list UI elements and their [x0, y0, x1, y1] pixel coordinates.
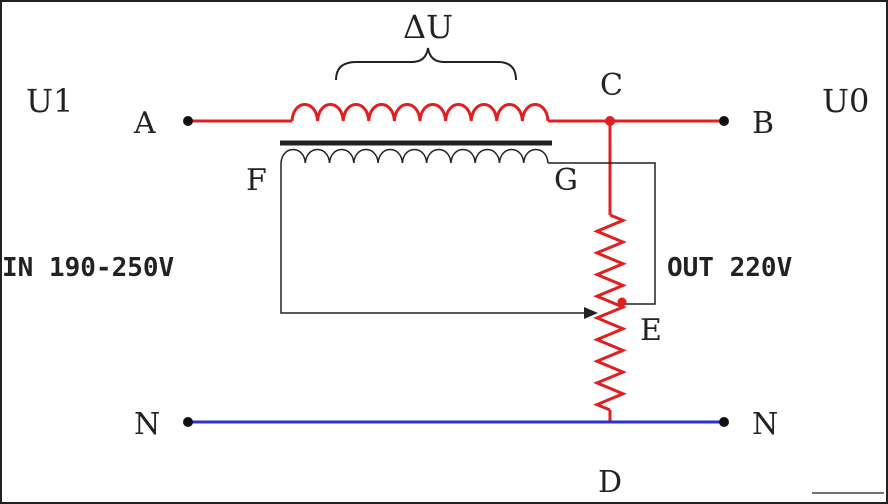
label-c: C — [600, 68, 623, 103]
label-input-range: IN 190-250V — [2, 253, 174, 283]
terminal-b-dot — [719, 116, 729, 126]
wiper-arrow-icon — [584, 307, 598, 319]
junction-c-dot — [605, 116, 615, 126]
label-u1: U1 — [26, 82, 73, 120]
secondary-winding — [280, 148, 549, 164]
label-n-right: N — [752, 407, 778, 442]
tap-e-dot — [617, 297, 627, 307]
label-n-left: N — [134, 407, 160, 442]
label-u0: U0 — [822, 82, 869, 120]
label-d: D — [598, 465, 622, 500]
label-g: G — [554, 163, 578, 198]
label-output-value: OUT 220V — [667, 253, 792, 283]
wire-g-to-e — [548, 162, 656, 305]
wire-f-to-arrow — [280, 163, 590, 314]
label-f: F — [246, 163, 267, 198]
series-transformer-coil — [290, 103, 550, 122]
variable-resistor — [593, 213, 627, 412]
terminal-a-dot — [183, 116, 193, 126]
label-e: E — [640, 313, 662, 348]
label-a: A — [133, 106, 156, 141]
terminal-n-right-dot — [719, 417, 729, 427]
terminal-n-left-dot — [183, 417, 193, 427]
label-b: B — [752, 106, 774, 141]
delta-u-brace — [335, 47, 517, 81]
delta-u-label: ΔU — [403, 8, 453, 46]
